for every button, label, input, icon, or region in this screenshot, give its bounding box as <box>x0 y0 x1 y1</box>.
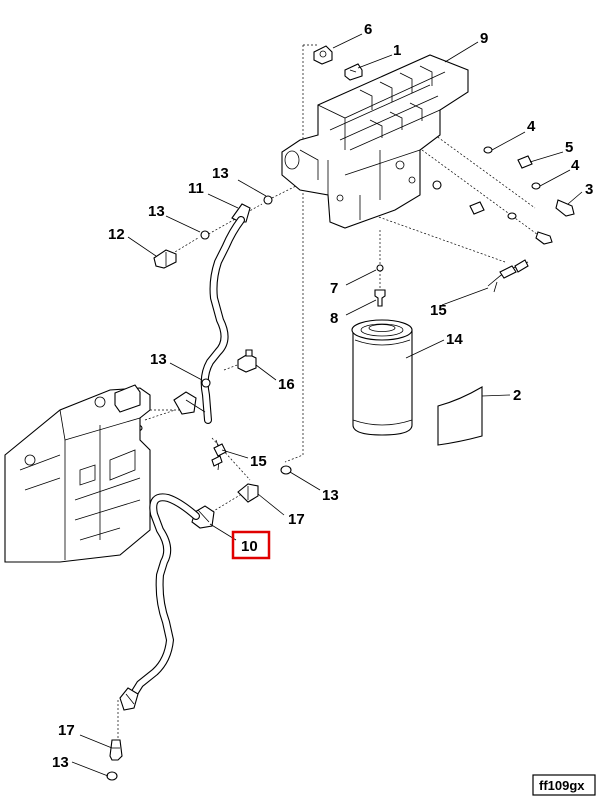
callout-5: 5 <box>565 139 573 156</box>
part-16-adapter <box>237 349 257 373</box>
part-1-fitting <box>344 63 363 81</box>
callout-1: 1 <box>393 42 401 59</box>
callout-7: 7 <box>330 280 338 297</box>
part-17-fitting-lower <box>109 739 123 761</box>
part-6-plug <box>313 45 333 65</box>
part-11-upper-hose <box>173 203 251 424</box>
callout-13-d: 13 <box>322 487 339 504</box>
callout-13-c: 13 <box>150 351 167 368</box>
figure-id-text: ff109gx <box>539 778 585 793</box>
part-10-lower-hose <box>119 493 215 711</box>
callout-13-b: 13 <box>148 203 165 220</box>
callout-12: 12 <box>108 226 125 243</box>
callout-3: 3 <box>585 181 593 198</box>
part-17-fitting-upper <box>237 483 259 503</box>
highlight-box <box>231 530 271 560</box>
part-15-harness-lower <box>211 439 227 471</box>
part-2-shield <box>437 386 483 446</box>
part-12-plug <box>153 249 177 269</box>
part-15-harness-upper <box>487 259 529 293</box>
part-8-nipple <box>374 289 386 307</box>
callout-4-lower: 4 <box>571 157 580 174</box>
callout-13-e: 13 <box>52 754 69 771</box>
callout-17-lower: 17 <box>58 722 75 739</box>
callout-13-a: 13 <box>212 165 229 182</box>
valve-right-fittings <box>432 146 575 245</box>
callout-16: 16 <box>278 376 295 393</box>
callout-15-lower: 15 <box>250 453 267 470</box>
callout-15-upper: 15 <box>430 302 447 319</box>
part-7-oring <box>376 264 384 272</box>
part-14-filter <box>351 319 413 436</box>
callout-11: 11 <box>188 180 204 197</box>
callout-14: 14 <box>446 331 463 348</box>
pump-assembly <box>4 384 151 563</box>
callout-8: 8 <box>330 310 338 327</box>
callout-6: 6 <box>364 21 372 38</box>
valve-block-assembly <box>281 54 469 229</box>
callout-10: 10 <box>241 538 258 555</box>
callout-9: 9 <box>480 30 488 47</box>
callout-17-upper: 17 <box>288 511 305 528</box>
callout-2: 2 <box>513 387 521 404</box>
leader-lines <box>71 33 583 777</box>
callout-4-upper: 4 <box>527 118 536 135</box>
figure-id-label: ff109gx <box>532 774 596 796</box>
callout-labels: 6 1 9 4 5 4 3 13 11 13 12 7 8 15 14 13 1… <box>52 21 593 771</box>
